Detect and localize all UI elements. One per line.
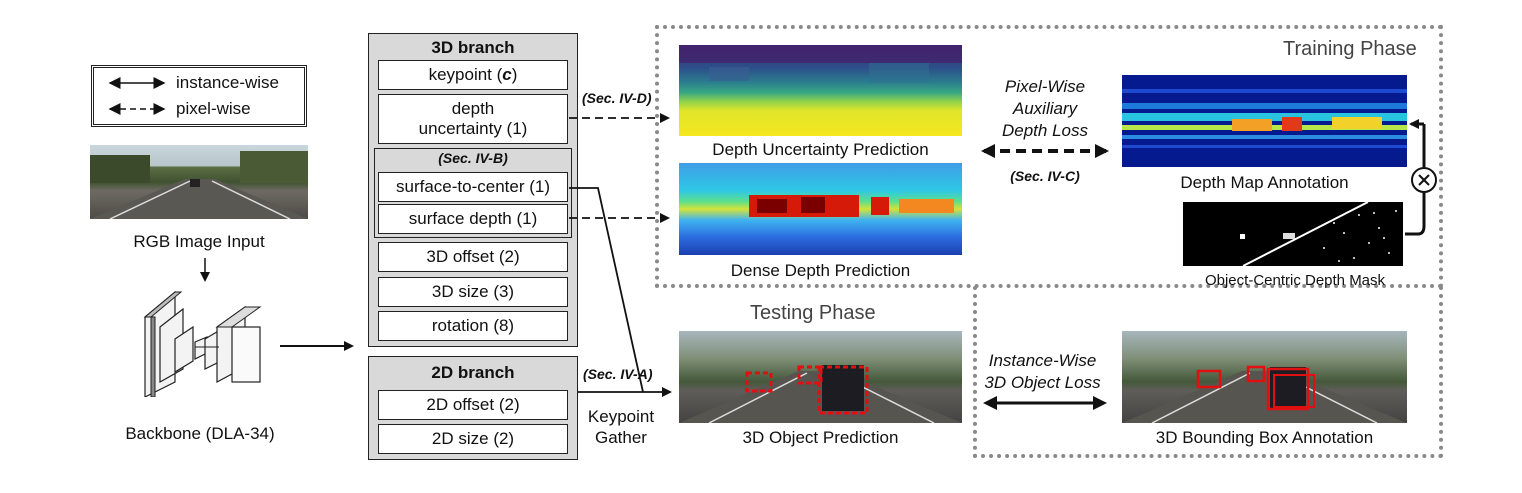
legend-pixel-label: pixel-wise [176, 99, 251, 118]
multiply-icon: ⊗ [1411, 167, 1437, 193]
sec-iva-label: (Sec. IV-A) [583, 366, 653, 382]
offset-2d-box: 2D offset (2) [378, 390, 568, 420]
sec-ivb-group: (Sec. IV-B) [374, 148, 572, 238]
keypoint-gather-label: Keypoint Gather [578, 406, 664, 448]
instance-loss-line1: Instance-Wise [988, 351, 1097, 370]
sec-ivc-label: (Sec. IV-C) [1010, 168, 1080, 184]
keypoint-var: c [502, 65, 512, 84]
backbone-network-icon [143, 290, 262, 397]
instance-wise-loss-label: Instance-Wise 3D Object Loss [975, 350, 1110, 394]
depth-mask-caption: Object-Centric Depth Mask [1204, 272, 1386, 289]
depth-uncertainty-line2: uncertainty (1) [418, 119, 528, 138]
testing-phase-region [973, 286, 1443, 458]
surface-to-center-box: surface-to-center (1) [378, 172, 568, 202]
sec-ivd-label: (Sec. IV-D) [582, 90, 652, 106]
offset-3d-label: 3D offset (2) [426, 247, 520, 266]
depth-map-caption: Depth Map Annotation [1180, 173, 1349, 192]
pixel-loss-line1: Pixel-Wise [1004, 77, 1086, 96]
sec-ivb-label: (Sec. IV-B) [438, 150, 508, 166]
keypoint-gather-line1: Keypoint [587, 407, 655, 426]
offset-2d-label: 2D offset (2) [426, 395, 520, 414]
backbone-caption: Backbone (DLA-34) [125, 424, 275, 443]
rotation-label: rotation (8) [431, 316, 515, 335]
depth-map-annotation-image [1122, 75, 1407, 167]
surface-to-center-line [569, 187, 644, 393]
rotation-box: rotation (8) [378, 311, 568, 341]
bbox-annotation-image [1122, 331, 1407, 423]
offset-3d-box: 3D offset (2) [378, 242, 568, 272]
legend-instance-label: instance-wise [176, 73, 279, 92]
surface-to-center-label: surface-to-center (1) [396, 177, 550, 196]
keypoint-end: ) [511, 65, 518, 84]
training-phase-region [655, 25, 1443, 288]
depth-uncertainty-image [679, 45, 962, 136]
pixel-loss-line2: Auxiliary [1012, 99, 1078, 118]
bbox-annotation-caption: 3D Bounding Box Annotation [1155, 428, 1374, 447]
training-phase-label: Training Phase [1283, 38, 1417, 60]
size-3d-box: 3D size (3) [378, 277, 568, 307]
size-2d-box: 2D size (2) [378, 424, 568, 454]
branch-3d: 3D branch keypoint (c) depth uncertainty… [368, 33, 578, 347]
legend: instance-wise pixel-wise [91, 65, 307, 127]
size-3d-label: 3D size (3) [431, 282, 515, 301]
depth-mask-image [1183, 202, 1403, 266]
keypoint-gather-line2: Gather [595, 428, 647, 447]
mask-to-multiply-line [1405, 193, 1426, 236]
testing-phase-label: Testing Phase [750, 302, 876, 324]
legend-arrows [108, 77, 166, 115]
keypoint-box: keypoint (c) [378, 60, 568, 90]
depth-uncertainty-line1: depth [451, 99, 495, 118]
dense-depth-image [679, 163, 962, 255]
depth-uncertainty-caption: Depth Uncertainty Prediction [712, 140, 929, 159]
rgb-input-caption: RGB Image Input [133, 232, 265, 251]
dense-depth-caption: Dense Depth Prediction [730, 261, 911, 280]
pixel-wise-loss-label: Pixel-Wise Auxiliary Depth Loss [982, 76, 1108, 142]
depth-uncertainty-box: depth uncertainty (1) [378, 94, 568, 144]
object-prediction-caption: 3D Object Prediction [742, 428, 899, 447]
branch-2d-title: 2D branch [431, 363, 515, 382]
keypoint-label: keypoint ( [428, 65, 503, 84]
surface-depth-box: surface depth (1) [378, 204, 568, 234]
size-2d-label: 2D size (2) [431, 429, 515, 448]
surface-depth-label: surface depth (1) [408, 209, 538, 228]
object-prediction-image [679, 331, 962, 423]
instance-loss-line2: 3D Object Loss [984, 373, 1101, 392]
rgb-input-image [90, 145, 308, 219]
pixel-loss-line3: Depth Loss [1002, 121, 1088, 140]
branch-2d: 2D branch 2D offset (2) 2D size (2) [368, 356, 578, 460]
branch-3d-title: 3D branch [431, 38, 515, 57]
